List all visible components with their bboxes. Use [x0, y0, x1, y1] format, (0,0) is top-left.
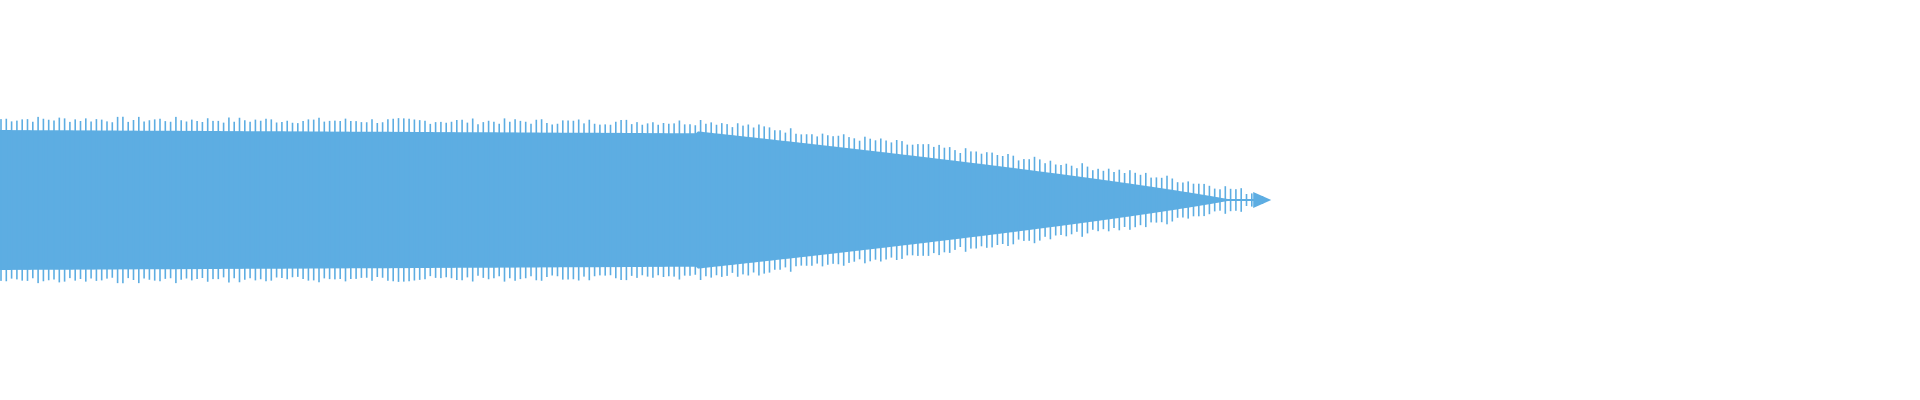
waveform-spikes: [0, 116, 1272, 284]
waveform-tip: [1253, 192, 1272, 208]
